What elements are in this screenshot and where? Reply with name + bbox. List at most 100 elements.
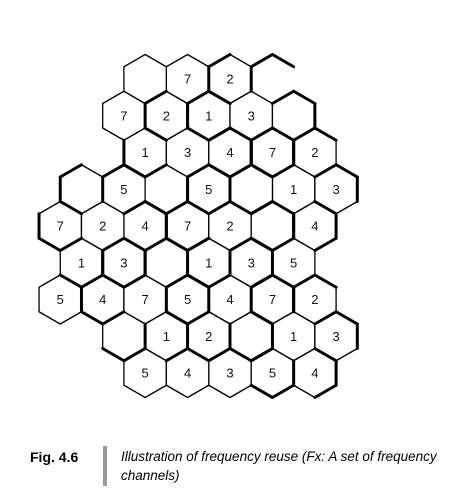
cluster-boundary-edge — [292, 89, 317, 105]
cluster-boundary-edge — [249, 53, 274, 69]
channel-label: 3 — [332, 182, 339, 197]
channel-label: 2 — [311, 292, 318, 307]
cluster-boundary-edge — [122, 163, 147, 179]
cluster-boundary-edge — [228, 236, 253, 252]
channel-label: 2 — [163, 108, 170, 123]
channel-label: 1 — [205, 255, 212, 270]
cluster-boundary-edge — [207, 126, 232, 142]
cluster-boundary-edge — [122, 347, 147, 363]
cluster-boundary-edge — [313, 236, 338, 252]
cluster-boundary-edge — [270, 236, 296, 252]
cluster-boundary-edge — [270, 89, 296, 105]
cluster-boundary-edge — [249, 200, 274, 216]
channel-label: 4 — [99, 292, 106, 307]
cluster-boundary-edge — [249, 347, 274, 363]
cluster-boundary-edge — [101, 163, 126, 179]
channel-label: 5 — [120, 182, 127, 197]
cluster-boundary-edge — [122, 200, 147, 216]
cluster-boundary-edge — [270, 273, 296, 289]
channel-label: 7 — [120, 108, 127, 123]
channel-label: 4 — [142, 219, 149, 234]
cluster-boundary-edge — [143, 200, 168, 216]
channel-label: 2 — [205, 329, 212, 344]
cluster-boundary-edge — [143, 236, 168, 252]
cluster-boundary-edge — [122, 236, 147, 252]
figure-number: Fig. 4.6 — [30, 449, 79, 465]
cluster-boundary-edge — [292, 273, 317, 289]
cluster-boundary-edge — [228, 200, 253, 216]
channel-label: 1 — [290, 329, 297, 344]
cluster-boundary-edge — [164, 347, 190, 363]
hex-cells — [38, 53, 358, 399]
cluster-boundary-edge — [79, 273, 105, 289]
channel-label: 3 — [332, 329, 339, 344]
cluster-boundary-edge — [186, 200, 211, 216]
cluster-boundary-edge — [101, 347, 126, 363]
cluster-boundary-edge — [186, 236, 211, 252]
channel-label: 4 — [311, 366, 318, 381]
caption-text: Illustration of frequency reuse (Fx: A s… — [121, 449, 437, 483]
figure-caption: Fig. 4.6 Illustration of frequency reuse… — [30, 446, 450, 490]
channel-label: 7 — [269, 292, 276, 307]
channel-label: 4 — [226, 145, 233, 160]
channel-label: 7 — [142, 292, 149, 307]
cluster-boundary-edge — [58, 236, 83, 252]
cluster-boundary-edge — [270, 383, 296, 399]
cluster-boundary-edge — [143, 126, 168, 142]
channel-label: 1 — [205, 108, 212, 123]
channel-label: 5 — [184, 292, 191, 307]
channel-label: 1 — [78, 255, 85, 270]
channel-label: 2 — [311, 145, 318, 160]
cluster-boundary-edge — [58, 163, 83, 179]
cluster-boundary-edge — [143, 89, 168, 105]
channel-label: 3 — [120, 255, 127, 270]
cluster-boundary-edge — [143, 163, 168, 179]
channel-label: 3 — [184, 145, 191, 160]
cluster-boundary-edge — [207, 200, 232, 216]
cluster-boundary-edge — [270, 200, 296, 216]
channel-label: 3 — [248, 108, 255, 123]
channel-label: 1 — [142, 145, 149, 160]
channel-label: 7 — [184, 72, 191, 87]
channel-label: 5 — [57, 292, 64, 307]
channel-label: 2 — [226, 72, 233, 87]
cluster-boundary-edge — [270, 126, 296, 142]
cluster-boundary-edge — [228, 126, 253, 142]
cluster-boundary-edge — [313, 273, 338, 289]
cluster-boundary-edge — [207, 163, 232, 179]
cluster-boundary-edge — [164, 200, 190, 216]
cluster-boundary-edge — [313, 347, 338, 363]
cluster-boundary-edge — [207, 347, 232, 363]
cluster-boundary-edge — [164, 310, 190, 326]
cluster-boundary-edge — [313, 126, 338, 142]
cluster-boundary-edge — [37, 236, 62, 252]
channel-label: 7 — [184, 219, 191, 234]
cluster-boundary-edge — [249, 383, 274, 399]
cluster-boundary-edge — [207, 273, 232, 289]
cluster-boundary-edge — [249, 273, 274, 289]
cluster-boundary-edge — [249, 236, 274, 252]
channel-label: 5 — [269, 366, 276, 381]
cluster-boundary-edge — [58, 273, 83, 289]
cluster-boundary-edge — [186, 89, 211, 105]
cluster-boundary-edge — [334, 163, 359, 179]
cluster-boundary-edge — [249, 310, 274, 326]
cluster-boundary-edge — [186, 310, 211, 326]
cluster-boundary-edge — [249, 163, 274, 179]
caption-divider — [103, 446, 107, 486]
channel-label: 2 — [226, 219, 233, 234]
cluster-boundary-edge — [249, 126, 274, 142]
cluster-boundary-edge — [313, 163, 338, 179]
channel-label: 5 — [142, 366, 149, 381]
channel-label: 1 — [163, 329, 170, 344]
cluster-boundary-edge — [292, 126, 317, 142]
cluster-boundary-edge — [334, 310, 359, 326]
cluster-boundary-edge — [313, 200, 338, 216]
cluster-boundary-edge — [270, 163, 296, 179]
cluster-boundary-edge — [58, 200, 83, 216]
cluster-boundary-edge — [101, 310, 126, 326]
cluster-boundary-edge — [270, 53, 296, 69]
channel-label: 7 — [269, 145, 276, 160]
